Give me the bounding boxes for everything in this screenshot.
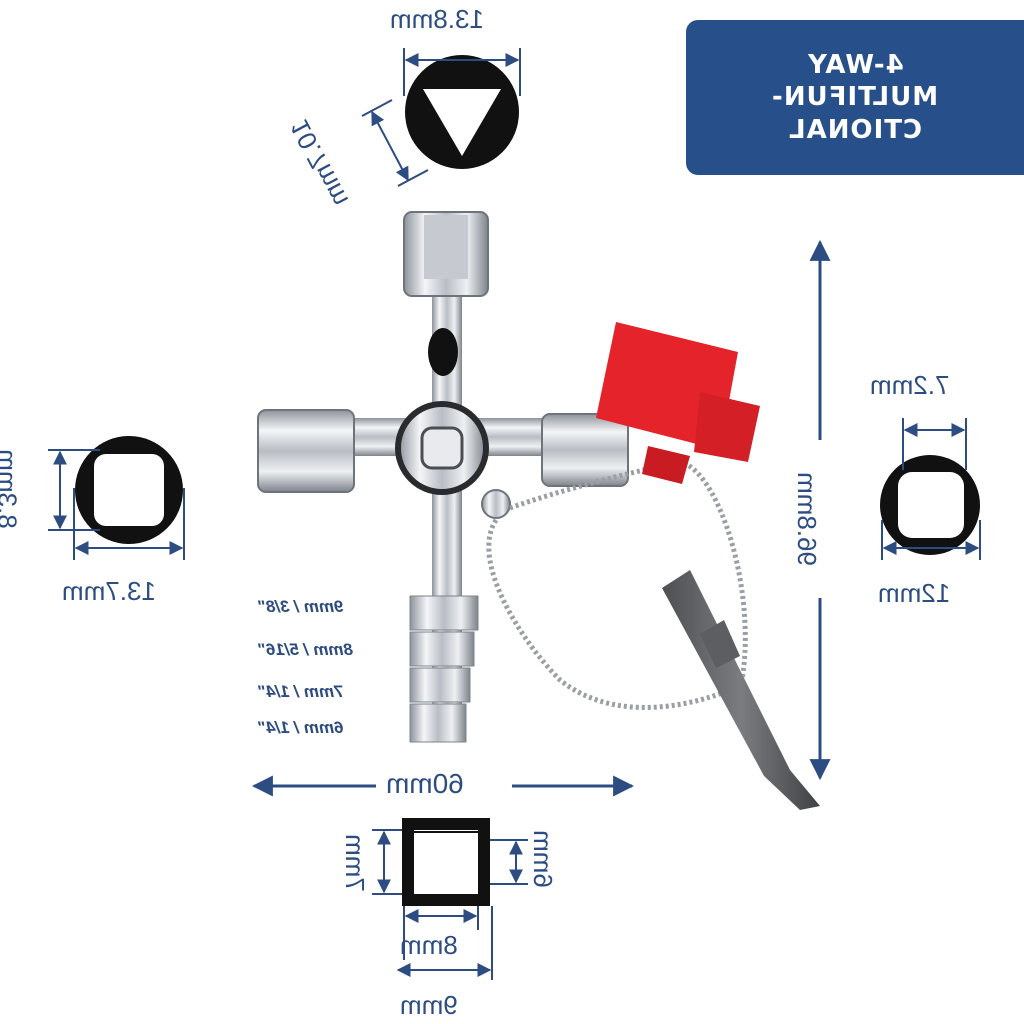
screwdriver-bit-image	[662, 570, 820, 810]
left-square-width-label: 13.7mm	[62, 576, 156, 606]
small-square-profile	[372, 818, 528, 980]
total-height-label: 96.8mm	[791, 472, 822, 566]
stepped-square-end	[409, 595, 479, 743]
left-square-profile	[48, 436, 185, 560]
right-square-outer-label: 12mm	[878, 578, 951, 608]
small-square-inner-width-label: 8mm	[400, 930, 458, 960]
small-square-outer-width-label: 9mm	[400, 990, 458, 1020]
left-square-height-label: 8.3mm	[0, 449, 23, 529]
right-square-profile	[880, 418, 981, 560]
step-size-2: 8mm / 5/16"	[258, 640, 354, 659]
red-cap-image	[596, 322, 760, 484]
cross-key-image	[257, 211, 629, 743]
triangle-width-label: 13.8mm	[390, 4, 484, 34]
bead-chain	[486, 459, 748, 710]
banner-line-1: 4-WAY	[806, 49, 904, 80]
step-size-1: 9mm / 3/8"	[258, 597, 344, 616]
step-size-3: 7mm / 1/4"	[258, 682, 344, 701]
triangle-socket-profile	[361, 48, 521, 187]
total-width-label: 60mm	[386, 768, 464, 799]
feature-banner: 4-WAY MULTIFUN- CTIONAL	[686, 20, 1024, 175]
right-square-width-label: 7.2mm	[870, 370, 950, 400]
banner-line-3: CTIONAL	[787, 114, 923, 145]
small-square-height-label: 7mm	[339, 834, 370, 892]
banner-line-2: MULTIFUN-	[771, 82, 939, 113]
step-size-4: 6mm / 1/4"	[258, 718, 344, 737]
small-square-inner-label: 6mm	[527, 830, 558, 888]
